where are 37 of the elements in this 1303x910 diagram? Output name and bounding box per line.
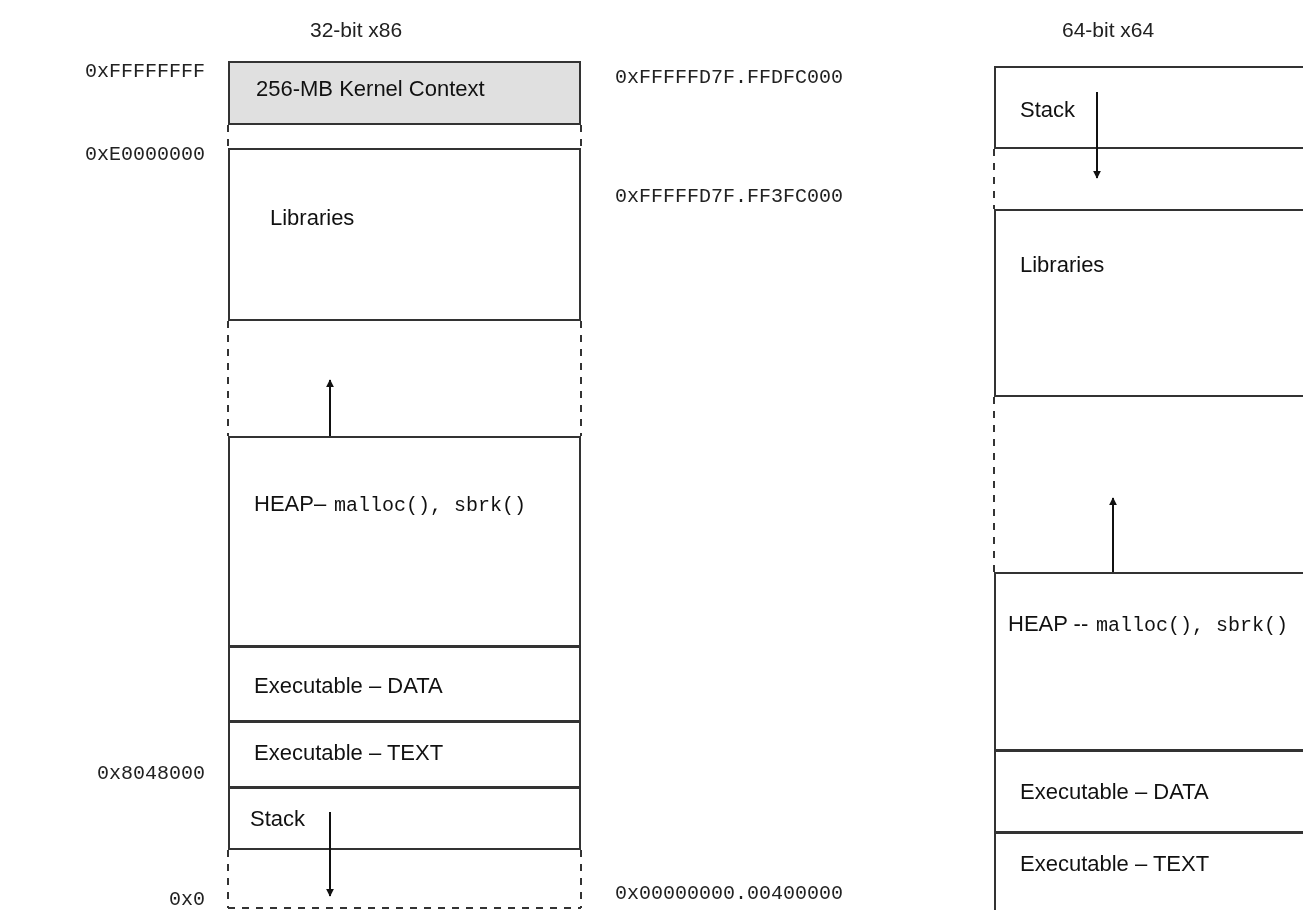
- memory-region-box: [228, 721, 581, 788]
- memory-region-box: [228, 148, 581, 321]
- region-label: HEAP–: [254, 490, 327, 518]
- region-label: Executable – DATA: [254, 672, 443, 700]
- region-label: Libraries: [270, 204, 355, 232]
- region-label: Executable – DATA: [1020, 778, 1209, 806]
- memory-region-box: [228, 646, 581, 722]
- growth-arrow: [1093, 91, 1101, 179]
- address-label: 0xFFFFFD7F.FF3FC000: [615, 185, 844, 208]
- column-title: 64-bit x64: [1062, 18, 1155, 42]
- region-label: Stack: [1020, 96, 1076, 124]
- region-label: Libraries: [1020, 251, 1105, 279]
- memory-region-box: [228, 436, 581, 647]
- memory-region-box: [994, 209, 1303, 397]
- memory-region-box: [994, 832, 1303, 910]
- region-label: Executable – TEXT: [254, 739, 444, 767]
- memory-region-box: [228, 61, 581, 125]
- region-label: HEAP --: [1008, 610, 1089, 638]
- address-label: 0xFFFFFFFF: [84, 60, 205, 83]
- region-label: Executable – TEXT: [1020, 850, 1210, 878]
- address-label: 0x8048000: [96, 762, 205, 785]
- region-label: 256-MB Kernel Context: [256, 75, 485, 103]
- function-names: malloc(), sbrk(): [1096, 613, 1290, 638]
- memory-region-box: [994, 750, 1303, 833]
- address-label: 0xFFFFFD7F.FFDFC000: [615, 66, 844, 89]
- column-title: 32-bit x86: [310, 18, 403, 42]
- memory-region-box: [994, 66, 1303, 149]
- growth-arrow: [326, 811, 334, 897]
- growth-arrow: [1109, 497, 1117, 573]
- growth-arrow: [326, 379, 334, 437]
- memory-region-box: [228, 787, 581, 850]
- address-label: 0x00000000.00400000: [615, 882, 844, 905]
- address-label: 0xE0000000: [84, 143, 205, 166]
- region-label: Stack: [250, 805, 306, 833]
- memory-region-box: [994, 572, 1303, 751]
- address-label: 0x0: [169, 888, 205, 910]
- function-names: malloc(), sbrk(): [334, 493, 528, 518]
